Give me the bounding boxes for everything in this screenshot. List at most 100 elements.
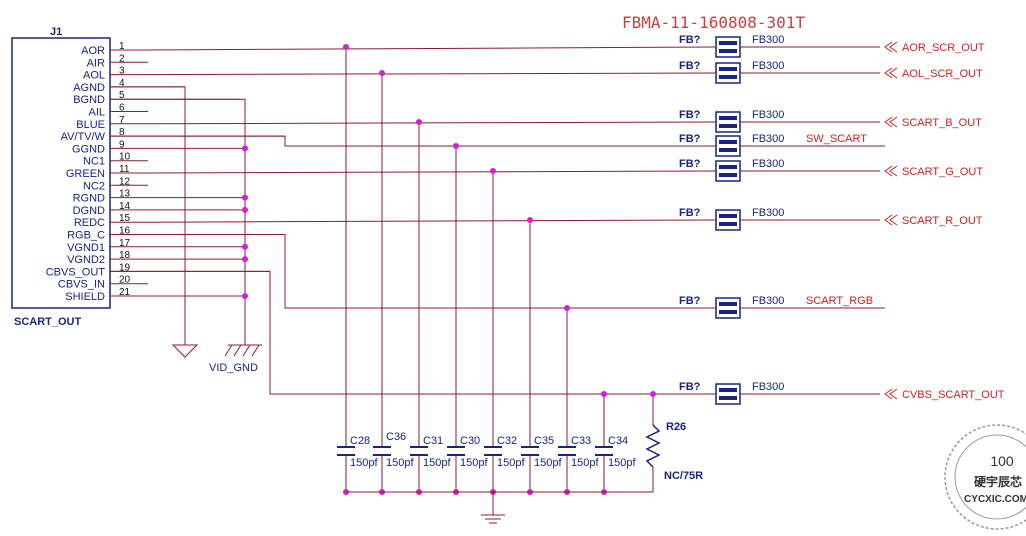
capacitor-junction: [343, 44, 349, 50]
ground-bus-junction: [242, 243, 248, 250]
ferrite-ref: FB?: [679, 295, 701, 307]
capacitor-junction: [490, 168, 496, 174]
capacitor-junction: [601, 391, 607, 397]
pin-number-label: 17: [119, 238, 131, 249]
ferrite-bead-bar: [719, 41, 737, 45]
ground-bus-junction: [242, 293, 248, 299]
ferrite-bead-bar: [719, 302, 737, 306]
ferrite-bead-bar: [719, 173, 737, 177]
capacitor-ref: C36: [386, 431, 406, 443]
ferrite-bead-bar: [719, 148, 737, 152]
capacitor-ref: C32: [497, 435, 517, 447]
capacitor-value: 150pf: [423, 457, 451, 469]
ground-bus-junction: [242, 145, 248, 152]
capacitor-value: 150pf: [534, 457, 562, 469]
green-signal-wire: [144, 170, 717, 174]
capacitor-ref: C34: [608, 435, 628, 447]
capacitor-value: 150pf: [608, 457, 636, 469]
pin-number-label: 2: [119, 53, 125, 64]
pin-number-label: 6: [119, 103, 125, 114]
pin-number-label: 4: [119, 78, 125, 89]
pin-number-label: 10: [119, 152, 131, 163]
ferrite-bead-bar: [719, 310, 737, 314]
net-label: SW_SCART: [806, 133, 867, 145]
resistor-zigzag: [645, 424, 661, 468]
ferrite-ref: FB?: [679, 207, 701, 219]
ferrite-value: FB300: [752, 295, 784, 307]
pin-number-label: 19: [119, 262, 131, 273]
pin-number-label: 18: [119, 250, 131, 261]
part-number-label: FBMA-11-160808-301T: [622, 13, 805, 32]
watermark-seal-outer-ring: [944, 424, 1026, 530]
capacitor-ref: C33: [571, 435, 591, 447]
ferrite-value: FB300: [752, 381, 784, 393]
pin-name-label: CBVS_IN: [58, 279, 105, 291]
offpage-arrow: [884, 67, 893, 79]
pin-number-label: 21: [119, 287, 131, 298]
ferrite-ref: FB?: [679, 109, 701, 121]
offpage-net-label: CVBS_SCART_OUT: [902, 389, 1005, 401]
ferrite-value: FB300: [752, 207, 784, 219]
pin-number-label: 3: [119, 66, 125, 77]
ferrite-bead-bar: [719, 222, 737, 226]
pin-name-label: BGND: [73, 94, 105, 106]
aor-signal-wire: [144, 46, 717, 51]
offpage-net-label: AOL_SCR_OUT: [902, 68, 983, 80]
pin-number-label: 16: [119, 226, 131, 237]
ferrite-ref: FB?: [679, 381, 701, 393]
pin-name-label: DGND: [73, 205, 105, 217]
pin-number-label: 7: [119, 115, 125, 126]
ferrite-value: FB300: [752, 34, 784, 46]
pin-name-label: GREEN: [66, 168, 105, 180]
offpage-arrow: [884, 116, 893, 128]
capacitor-value: 150pf: [497, 457, 525, 469]
connector-ref: J1: [50, 26, 62, 38]
resistor-junction: [650, 391, 656, 397]
ferrite-bead-bar: [719, 388, 737, 392]
capacitor-ref: C28: [350, 435, 370, 447]
video-ground-symbol-tick: [251, 344, 260, 357]
offpage-arrow: [884, 388, 893, 400]
av-tv-w-signal-wire: [110, 135, 716, 147]
offpage-net-label: SCART_B_OUT: [902, 117, 982, 129]
connector-name: SCART_OUT: [14, 316, 82, 328]
pin-number-label: 8: [119, 127, 125, 138]
capacitor-junction: [416, 119, 422, 125]
ferrite-bead-bar: [719, 396, 737, 400]
ground-bus-junction: [242, 194, 248, 201]
pin-name-label: GGND: [72, 143, 105, 155]
capacitor-value: 150pf: [386, 457, 414, 469]
ferrite-ref: FB?: [679, 158, 701, 170]
ferrite-bead-bar: [719, 75, 737, 79]
pin-number-label: 1: [119, 41, 125, 52]
pin-name-label: AOL: [83, 70, 105, 82]
pin-name-label: CBVS_OUT: [46, 266, 106, 278]
offpage-arrow: [889, 214, 898, 226]
capacitor-junction: [527, 217, 533, 223]
capacitor-value: 150pf: [350, 457, 378, 469]
video-ground-symbol-tick: [224, 344, 233, 357]
cvbs-signal-wire: [110, 270, 716, 395]
pin-name-label: RGND: [73, 193, 105, 205]
pin-name-label: VGND2: [67, 254, 105, 266]
offpage-arrow: [884, 41, 893, 53]
video-ground-symbol-tick: [233, 344, 242, 357]
watermark-seal-inner-ring: [954, 434, 1026, 520]
pin-number-label: 14: [119, 201, 131, 212]
ferrite-value: FB300: [752, 158, 784, 170]
ferrite-ref: FB?: [679, 34, 701, 46]
offpage-arrow: [889, 165, 898, 177]
capacitor-junction: [564, 305, 570, 311]
pin-name-label: VGND1: [67, 242, 105, 254]
ferrite-value: FB300: [752, 133, 784, 145]
ferrite-bead-body: [715, 111, 741, 133]
ferrite-bead-bar: [719, 124, 737, 128]
capacitor-value: 150pf: [571, 457, 599, 469]
offpage-arrow: [884, 165, 893, 177]
pin-number-label: 20: [119, 275, 131, 286]
ferrite-bead-bar: [719, 49, 737, 53]
net-label: SCART_RGB: [806, 295, 873, 307]
pin-name-label: AV/TV/W: [61, 131, 106, 143]
